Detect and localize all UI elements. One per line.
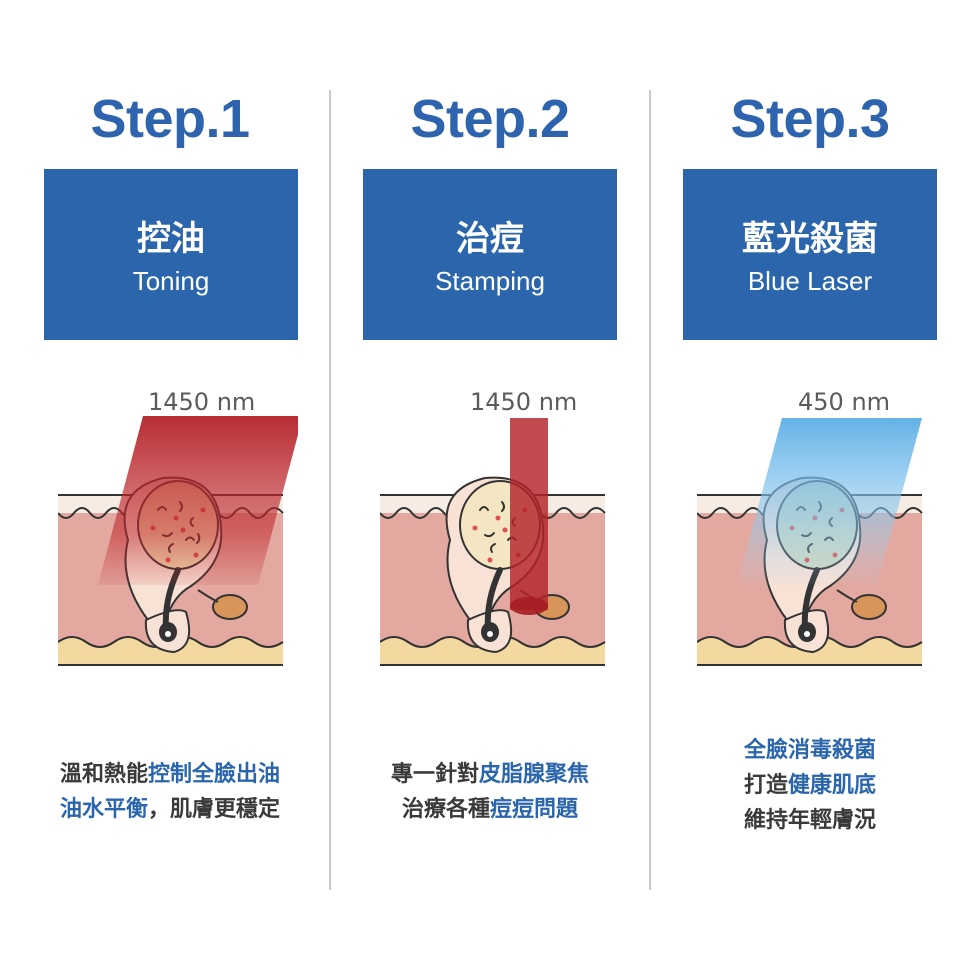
desc-highlight: 痘痘問題 [490, 797, 579, 822]
laser-beam-wide [98, 416, 298, 585]
desc-highlight: 控制全臉出油 [148, 762, 281, 787]
desc-highlight: 健康肌底 [788, 773, 877, 798]
step-title: Step.1 [90, 89, 250, 149]
desc-line: 治療各種痘痘問題 [340, 792, 640, 827]
desc-line: 維持年輕膚況 [660, 803, 960, 838]
step-label-box: 控油 Toning [44, 169, 298, 340]
step-label-box: 治痘 Stamping [363, 169, 617, 340]
skin-illustration-toning [58, 416, 298, 666]
step-column-2: Step.2 治痘 Stamping 1450 nm [340, 0, 640, 980]
skin-illustration-blue-laser [697, 418, 923, 666]
desc-text: 維持年輕膚況 [743, 808, 876, 833]
step-description: 溫和熱能控制全臉出油 油水平衡，肌膚更穩定 [20, 757, 320, 827]
step-name-en: Blue Laser [747, 266, 873, 296]
column-divider-1 [329, 90, 331, 890]
column-divider-2 [649, 90, 651, 890]
desc-line: 油水平衡，肌膚更穩定 [20, 792, 320, 827]
step-title: Step.2 [410, 89, 570, 149]
desc-line: 打造健康肌底 [660, 768, 960, 803]
step-name-en: Stamping [435, 266, 545, 296]
step-description: 專一針對皮脂腺聚焦 治療各種痘痘問題 [340, 757, 640, 827]
step-name-zh: 治痘 [456, 219, 524, 259]
step-title: Step.3 [730, 89, 890, 149]
desc-text: ，肌膚更穩定 [148, 797, 281, 822]
laser-beam-focused [510, 418, 548, 615]
desc-line: 專一針對皮脂腺聚焦 [340, 757, 640, 792]
desc-highlight: 油水平衡 [59, 797, 148, 822]
desc-text: 溫和熱能 [59, 762, 148, 787]
blue-light-beam [737, 418, 922, 585]
desc-text: 打造 [743, 773, 788, 798]
step-column-1: Step.1 控油 Toning 1450 nm [20, 0, 320, 980]
desc-highlight: 全臉消毒殺菌 [743, 738, 876, 763]
desc-line: 溫和熱能控制全臉出油 [20, 757, 320, 792]
desc-text: 治療各種 [401, 797, 490, 822]
desc-highlight: 皮脂腺聚焦 [479, 762, 590, 787]
step-name-zh: 控油 [137, 219, 205, 259]
wavelength-label: 1450 nm [470, 388, 578, 416]
skin-illustration-stamping [380, 418, 606, 666]
step-name-zh: 藍光殺菌 [742, 219, 878, 259]
wavelength-label: 1450 nm [148, 388, 256, 416]
wavelength-label: 450 nm [798, 388, 891, 416]
desc-line: 全臉消毒殺菌 [660, 733, 960, 768]
desc-text: 專一針對 [390, 762, 479, 787]
step-label-box: 藍光殺菌 Blue Laser [683, 169, 937, 340]
step-name-en: Toning [132, 266, 210, 296]
step-column-3: Step.3 藍光殺菌 Blue Laser 450 nm [660, 0, 960, 980]
step-description: 全臉消毒殺菌 打造健康肌底 維持年輕膚況 [660, 733, 960, 838]
